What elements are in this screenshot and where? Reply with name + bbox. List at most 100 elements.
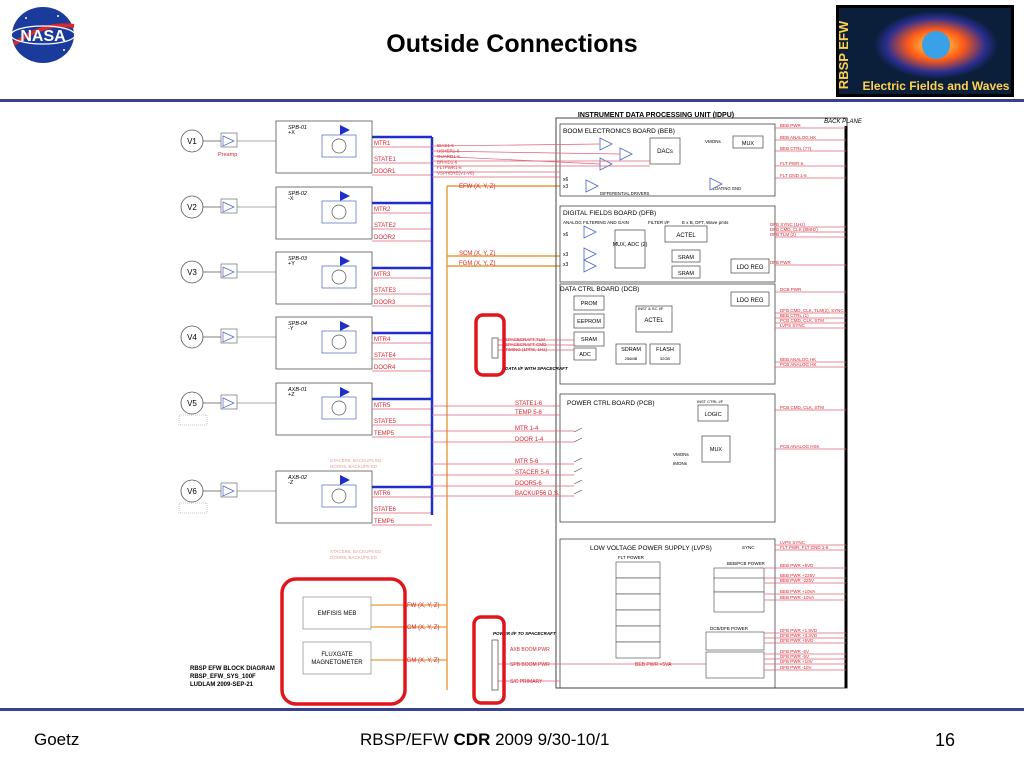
lvps-output: DFB PWR +10V bbox=[780, 659, 813, 664]
highlight-emfisis bbox=[280, 577, 407, 706]
highlight-sc-power bbox=[472, 615, 506, 705]
caption-line: RBSP_EFW_SYS_100F bbox=[190, 674, 256, 680]
beb-output: FLT GND 1-6 bbox=[780, 173, 807, 178]
beb-pwr-label: BEB PWR +5VA bbox=[635, 662, 672, 668]
boom-axis: +Y bbox=[288, 261, 295, 267]
probe-label: V3 bbox=[187, 268, 197, 277]
beb-vmon-label: VMONs bbox=[705, 139, 722, 144]
emfisis-meb-box bbox=[302, 596, 372, 630]
dcb-sdram bbox=[615, 343, 647, 365]
lvps-traces bbox=[498, 544, 846, 682]
boom-buffer-icon bbox=[340, 475, 350, 485]
lvps-output: BEB PWR +5VD bbox=[780, 563, 814, 568]
efw-top-label: EFW (X, Y, Z) bbox=[459, 184, 495, 190]
dcb-traces bbox=[498, 291, 846, 368]
dcb-box bbox=[559, 283, 776, 385]
stacer-label: STACER6, BACKUP6 ED bbox=[330, 549, 382, 554]
beb-mux bbox=[732, 135, 764, 149]
stacer-label: DOOR5, BACKUP5 ED bbox=[330, 464, 378, 469]
state-label: STATE3 bbox=[374, 288, 396, 294]
emfisis-meb-label: EMFISIS MEB bbox=[318, 611, 357, 617]
dcb-output: BEB ANALOG HK bbox=[780, 357, 816, 362]
pcb-mux bbox=[701, 435, 731, 463]
dcb-inst-if-label: INST & SC I/F bbox=[638, 306, 664, 311]
boom-name: SPB-03 bbox=[288, 256, 308, 262]
dfb-sram-2-label: SRAM bbox=[678, 271, 694, 277]
idpu-title: INSTRUMENT DATA PROCESSING UNIT (IDPU) bbox=[578, 112, 734, 119]
dfb-x6-label: x6 bbox=[563, 232, 569, 238]
caption-line: LUDLAM 2009-SEP-21 bbox=[190, 682, 254, 688]
dfb-output: DFB CMD, CLK (8MHz) bbox=[770, 227, 818, 232]
boom-motor-icon bbox=[331, 334, 347, 350]
sc-data-connector bbox=[491, 337, 499, 359]
state-label: STATE5 bbox=[374, 419, 396, 425]
probe-rows: V1SPB-01+XMTR1STATE1DOOR1V2SPB-02-XMTR2S… bbox=[178, 120, 432, 526]
boom-name: AXB-02 bbox=[287, 475, 307, 481]
dcb-ldo bbox=[730, 291, 770, 307]
preamp-icon bbox=[222, 485, 235, 497]
fgm-low-label: FGM (X, Y, Z) bbox=[403, 658, 439, 664]
boom-name: SPB-01 bbox=[288, 125, 307, 131]
beb-x3-label: x3 bbox=[563, 184, 569, 190]
dfb-title: DIGITAL FIELDS BOARD (DFB) bbox=[563, 210, 656, 217]
beb-floating-label: FLOATING GND bbox=[710, 186, 741, 191]
pcb-title: POWER CTRL BOARD (PCB) bbox=[567, 400, 655, 407]
dfb-traces bbox=[775, 226, 846, 266]
preamp-icon bbox=[222, 331, 235, 343]
probe-label: V1 bbox=[187, 137, 197, 146]
lvps-output: DFB PWR -10V bbox=[780, 665, 812, 670]
boom-buffer-icon bbox=[340, 256, 350, 266]
boom-axis: +X bbox=[288, 130, 295, 136]
efw-low-label: EFW (X, Y, Z) bbox=[403, 603, 439, 609]
preamp-icon bbox=[222, 397, 235, 409]
pcb-input-label: BACKUP56 D.S. bbox=[515, 491, 560, 497]
lvps-output: BEB PWR +225V bbox=[780, 573, 815, 578]
pcb-input-label: DOOR5-6 bbox=[515, 481, 542, 487]
orange-bus bbox=[446, 185, 560, 690]
mtr-label: MTR2 bbox=[374, 207, 391, 213]
probe-label: V5 bbox=[187, 399, 197, 408]
beb-box bbox=[559, 123, 776, 197]
footer-event-bold: CDR bbox=[453, 730, 491, 749]
scm-label: SCM (X, Y, Z) bbox=[459, 251, 495, 257]
dcb-actel bbox=[635, 305, 673, 333]
sc-interface-label: SPACECRAFT CMD bbox=[505, 342, 547, 347]
beb-traces bbox=[431, 127, 846, 179]
dcb-output: PCB ANALOG HK bbox=[780, 362, 817, 367]
fluxgate-label-line: FLUXGATE bbox=[321, 652, 352, 658]
dcb-flash-label: FLASH bbox=[656, 347, 674, 353]
door-label: DOOR3 bbox=[374, 300, 396, 306]
dcb-output: LVPS SYNC bbox=[780, 323, 806, 328]
lvps-output: BEB PWR +10VA bbox=[780, 589, 815, 594]
block-diagram-caption: RBSP EFW BLOCK DIAGRAMRBSP_EFW_SYS_100FL… bbox=[190, 666, 275, 688]
dcb-output: PCB CMD, CLK, STM bbox=[780, 318, 824, 323]
footer-event: RBSP/EFW CDR 2009 9/30-10/1 bbox=[360, 730, 609, 750]
pcb-vmon-label: VMONs bbox=[673, 452, 690, 457]
bottom-rule bbox=[0, 708, 1024, 711]
lvps-dcbdfb-label: DCB/DFB POWER bbox=[710, 626, 749, 631]
dfb-sram-1 bbox=[671, 249, 701, 263]
efw-logo: RBSP EFW Electric Fields and Waves bbox=[836, 5, 1014, 97]
preamp-icon bbox=[222, 266, 235, 278]
boom-axis: -Z bbox=[288, 480, 294, 486]
pcb-box bbox=[559, 393, 776, 523]
dcb-eeprom-label: EEPROM bbox=[577, 319, 601, 325]
nasa-logo-text: NASA bbox=[20, 28, 66, 45]
dcb-prom-label: PROM bbox=[581, 301, 598, 307]
dcb-ldo-label: LDO REG bbox=[736, 298, 763, 304]
lvps-bebpcb-label: BEB/PCB POWER bbox=[727, 561, 766, 566]
efw-logo-caption: Electric Fields and Waves bbox=[863, 79, 1010, 93]
door-label: TEMP5 bbox=[374, 431, 395, 437]
power-if-note: POWER I/F TO SPACECRAFT bbox=[493, 631, 557, 636]
lvps-output: DFB PWR +5VD bbox=[780, 638, 814, 643]
beb-diff-label: DIFFERENTIAL DRIVERS bbox=[600, 191, 650, 196]
dfb-output: DFB SYNC (1Hz) bbox=[770, 222, 806, 227]
footer-event-suffix: 2009 9/30-10/1 bbox=[490, 730, 610, 749]
